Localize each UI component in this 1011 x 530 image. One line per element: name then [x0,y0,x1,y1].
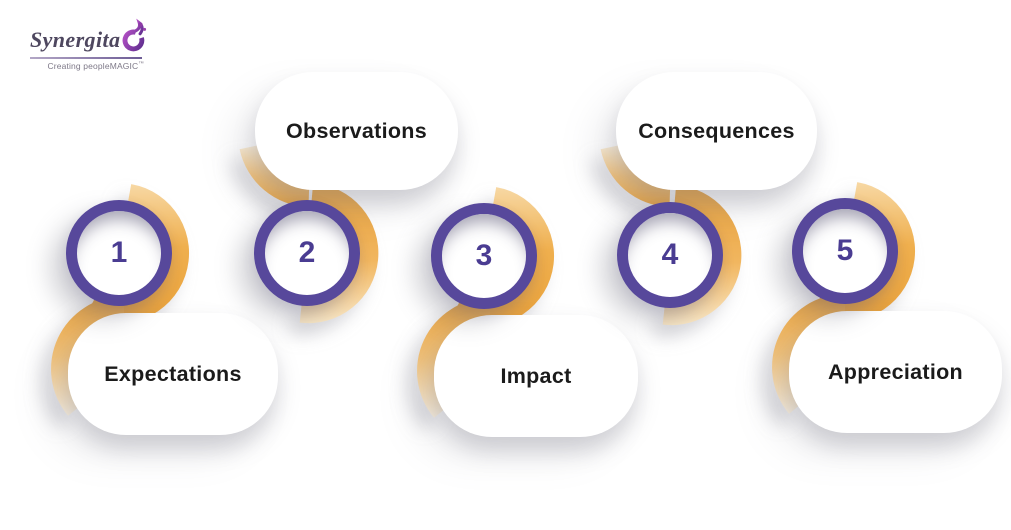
step-label: Impact [500,363,572,388]
step-circle-5: 5 [792,198,898,304]
step-number: 5 [836,234,854,267]
step-circle-1: 1 [66,200,172,306]
step-label: Expectations [104,361,242,386]
step-label: Appreciation [827,359,963,384]
step-circle-3: 3 [431,203,537,309]
step-pill-expectations: Expectations [68,313,278,435]
step-pill-observations: Observations [255,72,458,190]
step-label: Consequences [638,118,795,143]
step-number: 4 [661,238,679,271]
step-circle-2: 2 [254,200,360,306]
logo-wordmark: Synergita [30,27,121,52]
step-pill-consequences: Consequences [616,72,817,190]
step-number: 2 [298,236,316,269]
logo-divider [30,57,142,59]
synergita-logo: Synergita Creating peopleMAGIC™ [30,18,148,71]
step-pill-impact: Impact [434,315,638,437]
logo-tagline: Creating peopleMAGIC™ [47,60,144,71]
step-label: Observations [285,118,427,143]
step-number: 1 [110,236,128,269]
step-pill-appreciation: Appreciation [789,311,1002,433]
step-circle-4: 4 [617,202,723,308]
step-number: 3 [475,239,493,272]
synergita-swirl-icon [122,18,147,52]
trademark-mark: ™ [138,60,144,67]
